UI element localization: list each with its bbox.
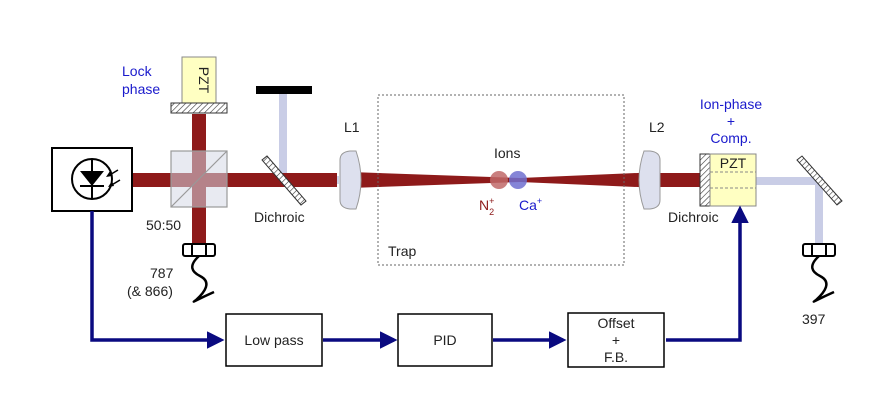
fold-mirror-right: [796, 155, 843, 206]
beam-splitter-cube: [170, 150, 228, 208]
l2-label: L2: [649, 119, 665, 135]
dichroic-right-label: Dichroic: [668, 209, 719, 225]
lens-l1: [339, 150, 362, 210]
offset-label-2: +: [612, 332, 620, 348]
ions-label: Ions: [494, 145, 520, 161]
ion-ca: [509, 171, 527, 189]
lock-phase-label-2: phase: [122, 81, 160, 97]
signal-wires: [90, 205, 749, 349]
ca-superscript: +: [537, 196, 542, 206]
ion-phase-label-2: +: [727, 113, 735, 129]
ca-label: Ca+: [519, 196, 542, 213]
trap-label: Trap: [388, 243, 416, 259]
ion-phase-label-3: Comp.: [710, 130, 751, 146]
photodiode-icon: [71, 158, 121, 200]
ion-n2: [490, 171, 508, 189]
n2-subscript: 2: [489, 207, 494, 217]
fiber-connector-icon: [802, 243, 836, 303]
dichroic-mirror-left: [261, 155, 307, 206]
laser-787-label: 787: [150, 265, 174, 281]
n2-label: N2+: [479, 196, 494, 217]
pid-box: [397, 313, 493, 367]
pid-label: PID: [433, 332, 456, 348]
ca-symbol: Ca: [519, 197, 537, 213]
offset-box: [567, 312, 665, 368]
ion-phase-label-1: Ion-phase: [700, 96, 762, 112]
l1-label: L1: [344, 119, 360, 135]
lens-l2: [638, 150, 661, 210]
pzt-lock-mirror: [170, 56, 228, 114]
low-pass-label: Low pass: [244, 332, 303, 348]
dichroic-left-label: Dichroic: [254, 209, 305, 225]
low-pass-box: [225, 313, 323, 367]
lock-phase-label-1: Lock: [122, 63, 153, 79]
pzt-right-label: PZT: [720, 155, 747, 171]
splitter-label: 50:50: [146, 217, 181, 233]
fiber-connector-icon: [182, 243, 216, 303]
offset-label-1: Offset: [597, 315, 634, 331]
n2-superscript: +: [489, 196, 494, 206]
pzt-ion-phase-mirror: [699, 153, 757, 207]
laser-397-label: 397: [802, 311, 826, 327]
pzt-left-label: PZT: [196, 67, 212, 94]
laser-787-866-label: (& 866): [127, 283, 173, 299]
offset-label-3: F.B.: [604, 349, 628, 365]
beam-dump: [256, 86, 312, 94]
n2-symbol: N: [479, 197, 489, 213]
photodiode-detector: [51, 147, 133, 212]
